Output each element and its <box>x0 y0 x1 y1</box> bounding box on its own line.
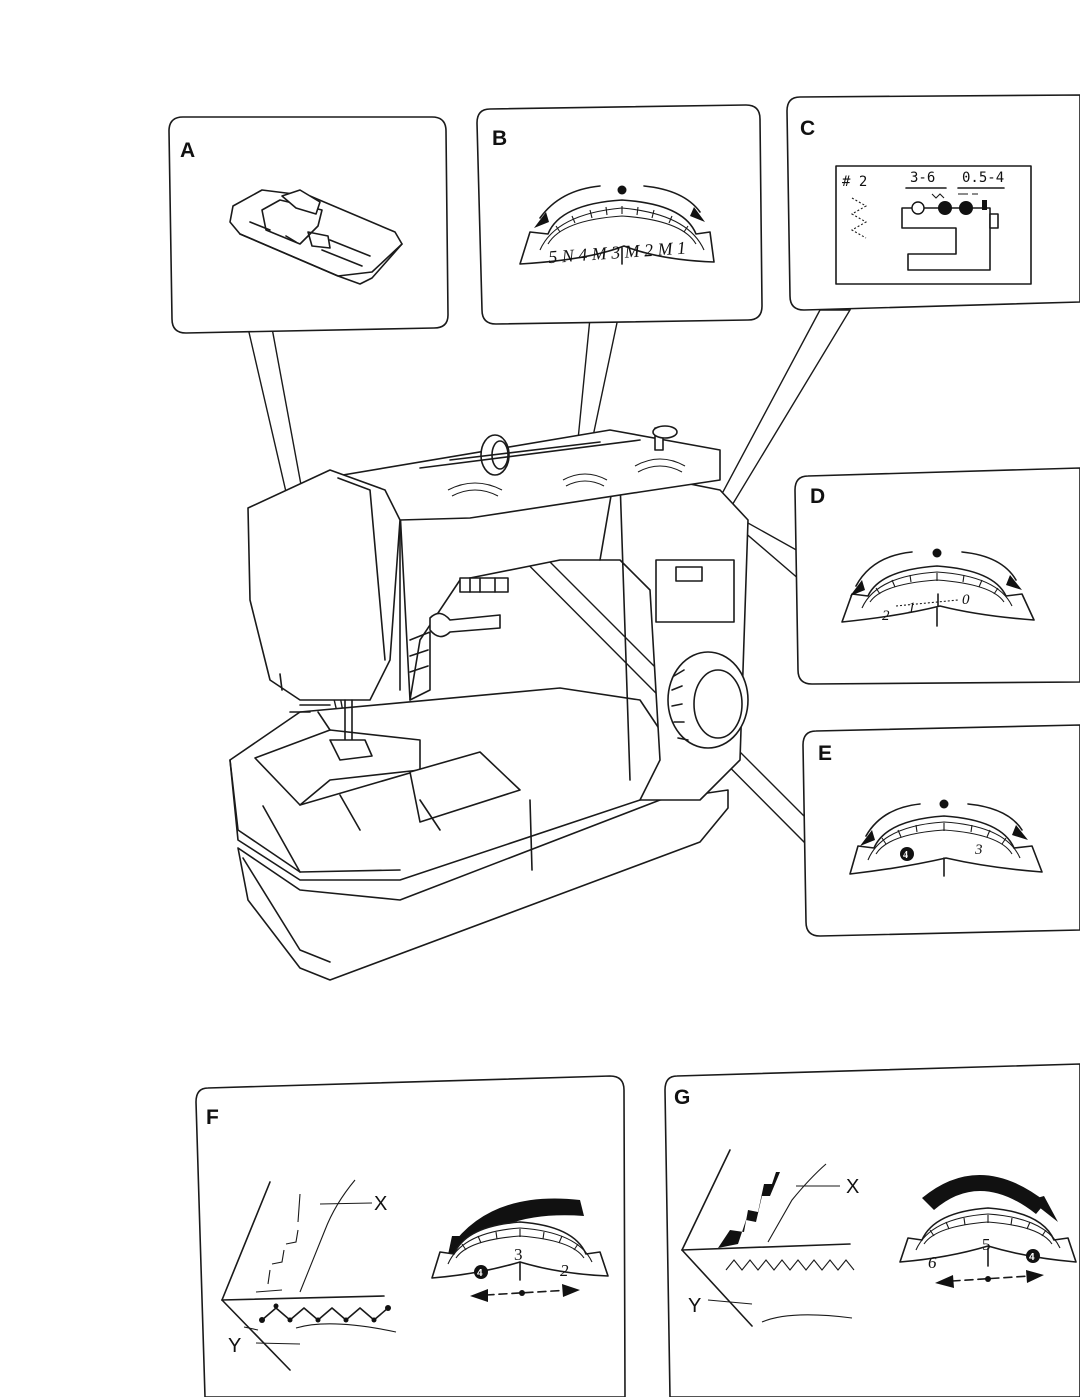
panel-e-letter: E <box>818 742 832 765</box>
lcd-width-range: 3-6 <box>910 170 935 186</box>
panel-f-letter: F <box>206 1106 219 1129</box>
stitch-sample-f: X Y <box>221 1179 397 1371</box>
panel-b-letter: B <box>492 127 507 150</box>
machine-icon <box>901 200 999 271</box>
panel-a: A <box>168 116 449 334</box>
label-x-g: X <box>846 1176 859 1198</box>
width-dial-mark-right: 0 <box>962 592 970 608</box>
dial-f-badge: 4 <box>477 1268 483 1279</box>
dial-g-badge: 4 <box>1029 1252 1035 1263</box>
zigzag-stitch-icon <box>850 197 868 239</box>
label-y-g: Y <box>688 1295 701 1317</box>
badge-icon-g <box>1026 1249 1040 1263</box>
panel-g: G X Y 6 5 4 <box>664 1063 1080 1397</box>
tension-dial-g: 6 5 4 <box>899 1174 1077 1288</box>
panel-f: F X Y <box>195 1075 626 1397</box>
panel-g-letter: G <box>674 1086 690 1109</box>
width-dial-mark-left: 2 <box>882 608 890 624</box>
stitch-sample-g: X Y <box>681 1149 859 1327</box>
panel-a-letter: A <box>180 139 195 162</box>
dial-f-mark-right: 2 <box>560 1261 569 1280</box>
tension-badge-icon <box>900 847 914 861</box>
lcd-pattern-number: # 2 <box>842 174 867 190</box>
panel-c: C # 2 3-6 0.5-4 <box>786 94 1080 311</box>
dial-g-mark-left: 6 <box>928 1253 937 1272</box>
dial-g-mark-mid: 5 <box>982 1235 991 1254</box>
sewing-machine <box>229 425 749 981</box>
tension-dial-badge: 4 <box>903 850 908 861</box>
dial-f-mark-mid: 3 <box>514 1245 523 1264</box>
tension-dial-mark-right: 3 <box>974 842 983 858</box>
lcd-length-range: 0.5-4 <box>962 170 1004 186</box>
stitch-width-dial: 2 1 0 <box>841 548 1035 627</box>
lcd-display: # 2 3-6 0.5-4 <box>835 165 1032 285</box>
panel-b: B 5 N 4 M 3 M 2 M 1 <box>476 104 763 325</box>
panel-d-letter: D <box>810 485 825 508</box>
panel-c-letter: C <box>800 117 815 140</box>
badge-icon-f <box>474 1265 488 1279</box>
label-x-f: X <box>374 1193 387 1215</box>
label-y-f: Y <box>228 1335 241 1357</box>
presser-foot-icon <box>229 189 403 285</box>
width-dial-mark-mid: 1 <box>908 600 916 616</box>
panel-d: D 2 1 0 <box>794 467 1080 685</box>
tension-dial: 4 3 <box>849 799 1043 877</box>
tension-dial-f: 4 3 2 <box>431 1198 609 1302</box>
panel-e: E 4 3 <box>802 724 1080 937</box>
